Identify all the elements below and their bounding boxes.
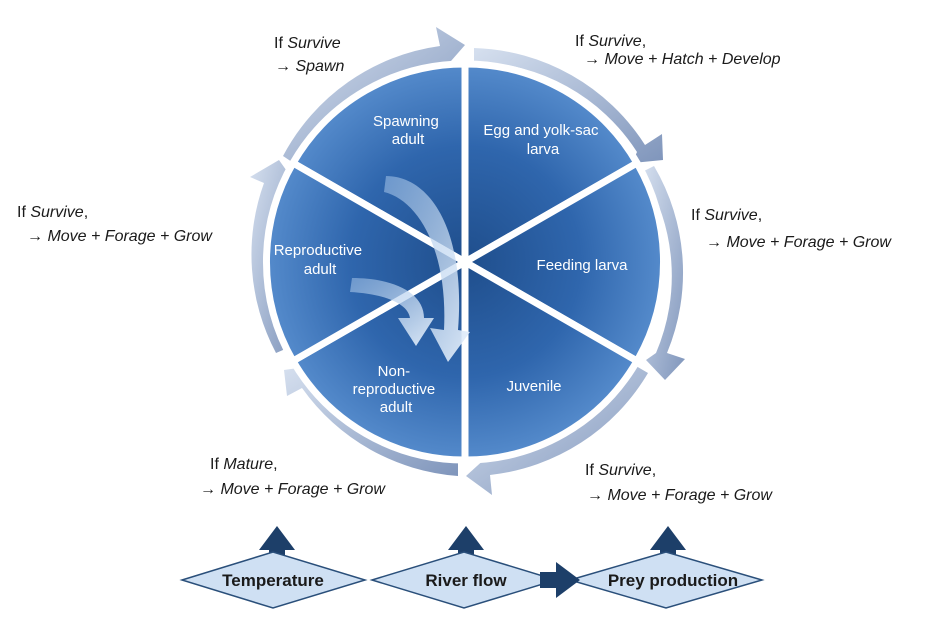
driver-label-temperature: Temperature: [222, 571, 324, 590]
river-flow-up-arrow: [448, 526, 484, 568]
stage-label-nonreproductive: Non- reproductive adult: [353, 363, 440, 416]
inner-arrow-spawning-to-nonrepro: [384, 176, 470, 362]
ring-arrow-egg: [474, 48, 663, 163]
temperature-diamond: [179, 551, 368, 609]
inner-arrow-repro-to-nonrepro: [350, 278, 434, 346]
prey-up-arrow: [650, 526, 686, 568]
stage-label-feeding: Feeding larva: [537, 257, 629, 274]
prey-production-diamond: [567, 551, 765, 609]
temperature-up-arrow: [259, 526, 295, 568]
stage-label-reproductive: Reproductive adult: [274, 242, 367, 278]
driver-label-prey-production: Prey production: [608, 571, 738, 590]
segment-juvenile: [461, 258, 641, 464]
ring-arrow-repro: [250, 160, 296, 353]
stage-label-spawning: Spawning adult: [373, 113, 443, 148]
stage-label-juvenile: Juvenile: [506, 378, 561, 395]
driver-label-river-flow: River flow: [425, 571, 507, 590]
transition-feeding: If Survive, → Move + Forage + Grow: [691, 207, 892, 251]
stage-label-egg: Egg and yolk-sac larva: [483, 122, 602, 158]
inner-arrows: [350, 176, 470, 362]
transition-mature: If Mature, → Move + Forage + Grow: [200, 456, 386, 498]
stage-labels: Spawning adult Egg and yolk-sac larva Fe…: [274, 113, 628, 416]
segment-reproductive-adult: [262, 159, 469, 365]
ring-arrow-juvenile: [466, 366, 648, 495]
transition-spawn: If Survive → Spawn: [274, 35, 345, 75]
ring-arrow-feeding: [642, 166, 685, 380]
transition-egg: If Survive, → Move + Hatch + Develop: [575, 33, 781, 68]
river-to-prey-arrow: [540, 562, 580, 598]
segment-egg-larva: [461, 60, 641, 266]
ring-arrow-spawn: [283, 27, 465, 164]
segment-feeding-larva: [461, 159, 668, 365]
transition-repro: If Survive, → Move + Forage + Grow: [17, 204, 213, 245]
transition-annotations: If Survive → Spawn If Survive, → Move + …: [17, 33, 892, 504]
environmental-drivers: Temperature River flow Prey production: [179, 526, 765, 609]
transition-juvenile: If Survive, → Move + Forage + Grow: [585, 462, 773, 504]
